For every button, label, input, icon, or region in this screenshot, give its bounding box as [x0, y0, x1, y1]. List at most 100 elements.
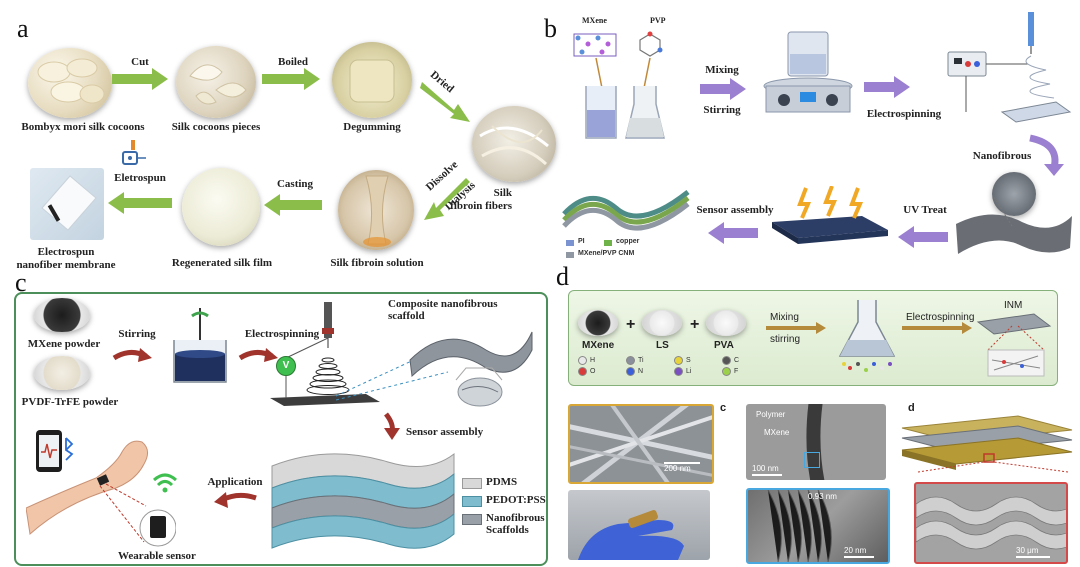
- nanofiber-sheet-b: [956, 196, 1072, 254]
- atom-legend-item: F: [722, 367, 770, 376]
- atom-symbol: N: [638, 368, 644, 375]
- mxene-powder-dish: [34, 298, 90, 332]
- fibroin-fibers-photo: [472, 106, 556, 182]
- solution-drip: [363, 175, 391, 247]
- sub-label-c: c: [720, 402, 727, 414]
- panel-c-frame: [14, 292, 548, 566]
- tem-fiber: [806, 404, 825, 480]
- label-eletrospun: Eletrospun: [114, 172, 166, 184]
- arrow-dried: [420, 82, 470, 122]
- plus-2: +: [690, 316, 700, 333]
- legend-pi: PI: [578, 238, 585, 245]
- atom-dot: [626, 356, 635, 365]
- tem-zoom-box: [804, 452, 820, 468]
- plus-1: +: [626, 316, 636, 333]
- label-inm: INM: [1004, 300, 1023, 311]
- sensor-layers-b: [562, 190, 690, 231]
- atom-symbol: Ti: [638, 357, 644, 364]
- atom-symbol: C: [734, 357, 740, 364]
- label-membrane-1: Electrospun: [37, 246, 95, 258]
- sem-scale-bar: [664, 462, 700, 464]
- label-electrospinning-d: Electrospinning: [906, 312, 975, 323]
- legend-cnm: MXene/PVP CNM: [578, 250, 635, 257]
- label-mixing-d: Mixing: [770, 312, 799, 323]
- hrtem-lattice: [767, 490, 832, 562]
- arrow-mixing-b: [700, 78, 746, 100]
- label-mxene-d: MXene: [582, 340, 615, 351]
- atom-dot: [722, 367, 731, 376]
- label-casting: Casting: [276, 178, 314, 190]
- atom-dot: [722, 356, 731, 365]
- sem-scale: 200 nm: [664, 464, 691, 473]
- legend-swatch-pdms: [462, 478, 482, 489]
- label-boiled: Boiled: [278, 56, 308, 68]
- atom-dot: [674, 367, 683, 376]
- sub-label-d: d: [908, 402, 915, 414]
- legend-swatch-copper: [604, 240, 612, 246]
- label-sensor-assembly-b: Sensor assembly: [696, 204, 774, 216]
- legend-swatch-cnm: [566, 252, 574, 258]
- cocoon-pieces-photo: [176, 46, 256, 118]
- label-fibers-1: Silk: [493, 187, 512, 199]
- label-cocoons: Bombyx mori silk cocoons: [21, 121, 145, 133]
- electrospinning-setup-b: [947, 12, 1072, 123]
- arrow-boiled: [262, 68, 320, 90]
- tem-mxene-label: MXene: [764, 428, 790, 437]
- atom-symbol: O: [590, 368, 596, 375]
- pva-dish: [706, 310, 746, 336]
- atom-dot: [674, 356, 683, 365]
- tem-scale: 100 nm: [752, 464, 779, 473]
- label-mxene-powder: MXene powder: [27, 338, 101, 350]
- label-cut: Cut: [131, 56, 149, 68]
- arm-with-sensor: [26, 430, 176, 547]
- label-membrane-2: nanofiber membrane: [16, 259, 116, 271]
- fibroin-solution-photo: [338, 170, 414, 250]
- arrow-electrospin-c: [238, 348, 278, 362]
- tem-image: Polymer MXene 100 nm: [746, 404, 886, 480]
- arrow-application: [214, 492, 257, 508]
- atom-symbol: H: [590, 357, 596, 364]
- inm-membrane: [976, 313, 1052, 377]
- degumming-lump: [349, 59, 395, 103]
- bluetooth-icon: [65, 437, 74, 461]
- label-electrospinning-c: Electrospinning: [244, 328, 320, 340]
- atom-symbol: S: [686, 357, 691, 364]
- layered-device: [901, 415, 1073, 473]
- silk-film-photo: [182, 168, 260, 246]
- nanofibrous-scaffold-c: [409, 331, 533, 407]
- atom-legend-item: Li: [674, 367, 722, 376]
- legend-swatch-pedot: [462, 496, 482, 507]
- arrow-mixing-d: [766, 322, 826, 334]
- sem-image: 200 nm: [568, 404, 714, 484]
- arrow-sensor-assembly-b: [708, 222, 758, 244]
- flask-d: [838, 300, 896, 372]
- mxene-crystal: [573, 33, 617, 57]
- fibers-strands: [479, 125, 549, 166]
- silk-cocoons-photo: [28, 48, 112, 118]
- cross-section-sem: 30 μm: [914, 482, 1068, 564]
- atom-legend-item: H: [578, 356, 626, 365]
- label-electrospinning-b: Electrospinning: [866, 108, 942, 120]
- arrow-nanofibrous: [1029, 134, 1064, 176]
- panel-a-letter: a: [17, 14, 29, 43]
- legend-nano-2: Scaffolds: [486, 524, 529, 536]
- legend-nano-1: Nanofibrous: [486, 512, 545, 524]
- arrow-sensor-assembly-c: [384, 412, 400, 440]
- magnetic-stirrer-icon: [763, 31, 853, 113]
- label-film: Regenerated silk film: [171, 257, 273, 269]
- label-pieces: Silk cocoons pieces: [171, 121, 261, 133]
- sensor-stack-c: [271, 452, 455, 549]
- label-degumming: Degumming: [343, 121, 401, 133]
- atom-legend-item: O: [578, 367, 626, 376]
- pvp-molecule: [639, 31, 663, 57]
- label-application: Application: [207, 476, 263, 488]
- membrane-photo: [30, 168, 104, 240]
- label-stirring-c: Stirring: [118, 328, 156, 340]
- cross-scale: 30 μm: [1016, 546, 1039, 555]
- tem-polymer-label: Polymer: [756, 410, 786, 419]
- membrane-sheet: [41, 175, 97, 231]
- arrow-uv-treat: [898, 226, 948, 248]
- legend-swatch-pi: [566, 240, 574, 246]
